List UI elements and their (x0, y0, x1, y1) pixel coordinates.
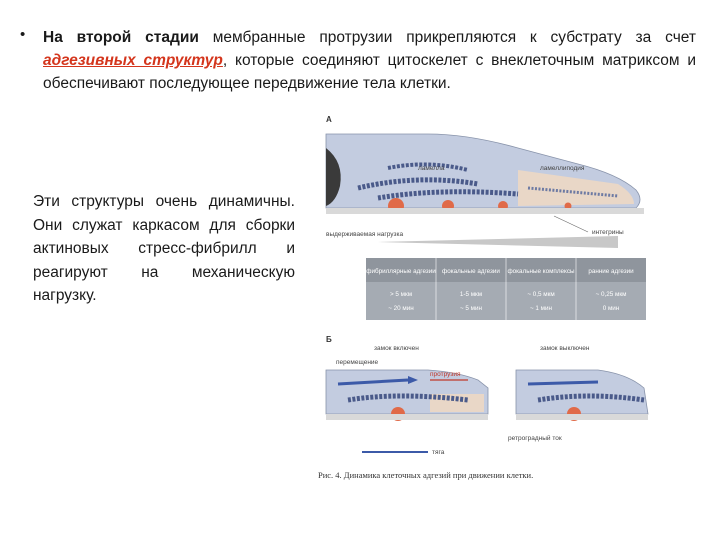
table-size-2: 1-5 мкм (460, 291, 482, 298)
nucleus-a (326, 148, 341, 206)
bullet-lead: На второй стадии (43, 29, 199, 46)
label-integrins: интегрины (592, 229, 624, 236)
bullet-part2: , которые соединяют цитоскелет с внеклет… (43, 52, 697, 92)
bullet-marker: • (20, 26, 26, 43)
bullet-item: • На второй стадии мембранные протрузии … (20, 26, 696, 95)
adhesion-table: фибриллярные адгезии > 5 мкм ~ 20 мин фо… (366, 258, 646, 320)
cell-migration-figure: А ламелла ламеллиподия интегрины выдержи… (318, 108, 658, 488)
table-time-3: ~ 1 мин (530, 305, 553, 312)
actin-fibers-a (357, 162, 619, 201)
side-paragraph: Эти структуры очень динамичны. Они служа… (33, 193, 295, 304)
label-lamellipodium: ламеллиподия (540, 165, 585, 172)
actin-fiber-b-right (537, 393, 645, 403)
bullet-highlight: адгезивных структур (43, 52, 223, 69)
label-lock-off: замок выключен (540, 345, 590, 352)
substrate-b-right (516, 414, 648, 420)
figure-svg: А ламелла ламеллиподия интегрины выдержи… (318, 115, 649, 480)
label-movement: перемещение (336, 359, 379, 366)
table-size-1: > 5 мкм (390, 291, 412, 298)
table-name-1: фибриллярные адгезии (366, 267, 436, 275)
substrate-a (326, 208, 644, 214)
movement-arrow (337, 378, 409, 386)
table-time-2: ~ 5 мин (460, 305, 483, 312)
label-lock-on: замок включен (374, 345, 419, 352)
integrins-pointer (553, 215, 589, 233)
bullet-part1: мембранные протрузии прикрепляются к суб… (198, 29, 696, 46)
substrate-b-left (326, 414, 488, 420)
table-time-1: ~ 20 мин (388, 305, 414, 312)
load-arrow (378, 236, 618, 248)
label-retrograde: ретроградный ток (508, 434, 562, 442)
label-traction: тяга (432, 449, 445, 456)
actin-fiber-b-left (347, 393, 469, 403)
table-name-2: фокальные адгезии (442, 268, 500, 275)
table-name-3: фокальные комплексы (507, 268, 575, 275)
table-time-4: 0 мин (603, 305, 620, 312)
movement-arrow-right (527, 380, 599, 386)
table-size-4: ~ 0,25 мкм (596, 291, 627, 298)
figure-caption: Рис. 4. Динамика клеточных адгезий при д… (318, 470, 533, 480)
table-size-3: ~ 0,5 мкм (527, 291, 554, 298)
label-protrusion: протрузия (430, 371, 461, 378)
lamellipodium-region (518, 170, 634, 206)
panel-b-letter: Б (326, 335, 332, 344)
cell-body-b-right (515, 369, 649, 415)
label-lamella: ламелла (418, 165, 445, 172)
label-load: выдерживаемая нагрузка (326, 231, 403, 238)
bullet-text: На второй стадии мембранные протрузии пр… (43, 26, 696, 95)
panel-a-letter: А (326, 115, 332, 124)
movement-arrowhead (408, 376, 418, 384)
table-name-4: ранние адгезии (588, 268, 634, 275)
